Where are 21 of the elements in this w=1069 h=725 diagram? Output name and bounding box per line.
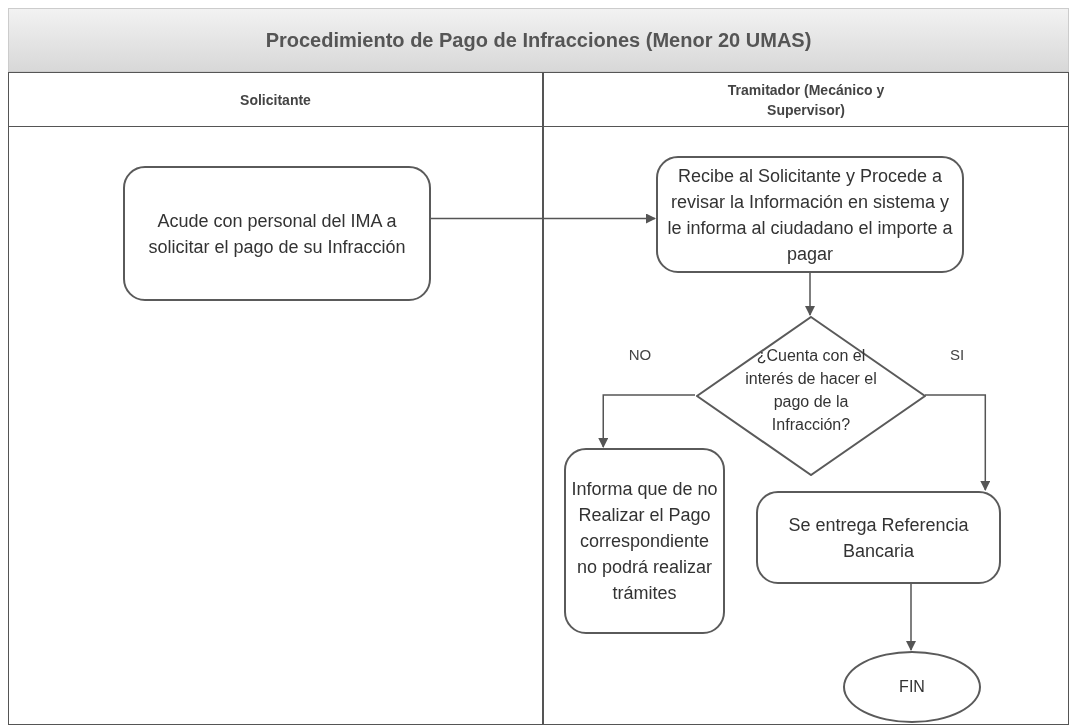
arrow bbox=[906, 582, 916, 651]
arrow bbox=[598, 394, 696, 448]
node-text: FIN bbox=[899, 677, 925, 697]
swimlane bbox=[8, 72, 543, 725]
process-box bbox=[656, 156, 964, 273]
swimlane bbox=[543, 72, 1069, 725]
lane-title: Solicitante bbox=[240, 90, 311, 110]
node-text: ¿Cuenta con el interés de hacer el pago de la Infracción? bbox=[744, 346, 878, 435]
process-box bbox=[756, 491, 1001, 584]
diagram-title: Procedimiento de Pago de Infracciones (Menor 20 UMAS) bbox=[265, 28, 812, 53]
process-box bbox=[123, 166, 431, 301]
decision-diamond bbox=[696, 316, 926, 476]
arrow bbox=[805, 271, 815, 316]
arrow bbox=[924, 394, 991, 491]
lane-title: Tramitador (Mecánico y Supervisor) bbox=[726, 80, 886, 120]
node-text: Se entrega Referencia Bancaria bbox=[787, 513, 970, 563]
node-text: Recibe al Solicitante y Procede a revisar la Información en sistema y le informa al ciudadano el importe a pagar bbox=[666, 164, 954, 266]
process-box bbox=[564, 448, 725, 634]
node-text: Acude con personal del IMA a solicitar el pago de su Infracción bbox=[147, 209, 407, 259]
arrow bbox=[429, 213, 656, 224]
node-text: Informa que de no Realizar el Pago correspondiente no podrá realizar trámites bbox=[570, 478, 719, 605]
